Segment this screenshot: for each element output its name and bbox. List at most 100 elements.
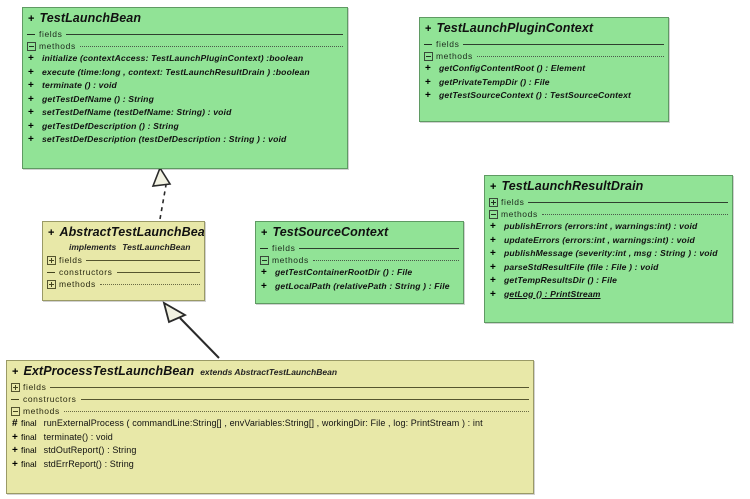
section-constructors-ExtProcessTestLaunchBean[interactable]: constructors bbox=[7, 393, 533, 405]
member-visibility: + bbox=[28, 53, 34, 64]
section-dash-icon[interactable] bbox=[27, 30, 36, 39]
connector-generalization-ext-to-abstract bbox=[162, 301, 220, 359]
section-dash-icon[interactable] bbox=[260, 244, 269, 253]
section-methods-ExtProcessTestLaunchBean[interactable]: methods bbox=[7, 405, 533, 417]
member-row[interactable]: +getTestContainerRootDir () : File bbox=[256, 266, 463, 280]
member-signature: getTestDefDescription () : String bbox=[42, 120, 179, 131]
section-fields-TestLaunchResultDrain[interactable]: fields bbox=[485, 196, 732, 208]
section-fields-ExtProcessTestLaunchBean[interactable]: fields bbox=[7, 381, 533, 393]
member-visibility: + bbox=[28, 66, 34, 78]
section-methods-TestLaunchResultDrain[interactable]: methods bbox=[485, 208, 732, 220]
member-row[interactable]: +getConfigContentRoot () : Element bbox=[420, 62, 668, 76]
member-visibility: + bbox=[28, 107, 34, 118]
member-visibility: + bbox=[28, 134, 34, 145]
member-row[interactable]: +terminate () : void bbox=[23, 79, 347, 93]
expand-icon[interactable] bbox=[47, 255, 56, 265]
collapse-icon[interactable] bbox=[424, 51, 433, 61]
section-rule bbox=[116, 271, 200, 273]
member-signature: getLocalPath (relativePath : String ) : … bbox=[275, 280, 450, 291]
member-row[interactable]: +getTempResultsDir () : File bbox=[485, 274, 732, 288]
member-row[interactable]: +execute (time:long , context: TestLaunc… bbox=[23, 66, 347, 80]
member-signature: stdErrReport() : String bbox=[43, 458, 134, 469]
section-methods-TestLaunchBean[interactable]: methods bbox=[23, 40, 347, 52]
section-methods-TestSourceContext[interactable]: methods bbox=[256, 254, 463, 266]
member-row[interactable]: +getLog () : PrintStream bbox=[485, 288, 732, 302]
expand-icon[interactable] bbox=[11, 382, 20, 392]
member-row[interactable]: +getTestDefName () : String bbox=[23, 93, 347, 107]
member-row[interactable]: +publishErrors (errors:int , warnings:in… bbox=[485, 220, 732, 234]
member-modifier: final bbox=[21, 458, 37, 469]
visibility-marker: + bbox=[48, 227, 55, 239]
collapse-icon[interactable] bbox=[27, 41, 36, 51]
class-name: TestLaunchPluginContext bbox=[436, 21, 594, 35]
section-methods-TestLaunchPluginContext[interactable]: methods bbox=[420, 50, 668, 62]
member-row[interactable]: + setTestDefDescription (testDefDescripti… bbox=[23, 133, 347, 147]
member-row[interactable]: +getPrivateTempDir () : File bbox=[420, 76, 668, 90]
section-rule bbox=[528, 201, 728, 203]
visibility-marker: + bbox=[28, 13, 35, 25]
member-row[interactable]: + getLocalPath (relativePath : String ) :… bbox=[256, 280, 463, 294]
member-signature: setTestDefDescription (testDefDescriptio… bbox=[42, 134, 287, 144]
class-extends-label: extends AbstractTestLaunchBean bbox=[200, 367, 338, 377]
section-label: methods bbox=[23, 406, 60, 416]
class-name: AbstractTestLaunchBean bbox=[59, 225, 205, 239]
section-rule bbox=[299, 247, 459, 249]
implements-keyword: implements bbox=[69, 242, 117, 252]
section-dash-icon[interactable] bbox=[47, 268, 56, 277]
section-fields-TestLaunchPluginContext[interactable]: fields bbox=[420, 38, 668, 50]
member-signature: parseStdResultFile (file : File ) : void bbox=[504, 261, 659, 272]
member-row[interactable]: + initialize (contextAccess: TestLaunchPl… bbox=[23, 52, 347, 66]
member-row[interactable]: +getTestSourceContext () : TestSourceCon… bbox=[420, 89, 668, 103]
section-rule bbox=[463, 43, 664, 45]
collapse-icon[interactable] bbox=[489, 209, 498, 219]
class-header-TestSourceContext: +TestSourceContext bbox=[256, 222, 463, 242]
collapse-icon[interactable] bbox=[260, 255, 269, 265]
class-header-TestLaunchPluginContext: + TestLaunchPluginContext bbox=[420, 18, 668, 38]
section-constructors-AbstractTestLaunchBean[interactable]: constructors bbox=[43, 266, 204, 278]
member-modifier: final bbox=[21, 431, 37, 442]
collapse-icon[interactable] bbox=[11, 406, 20, 416]
section-dash-icon[interactable] bbox=[424, 40, 433, 49]
connector-realization-abstract-to-interface bbox=[151, 166, 172, 220]
section-label: methods bbox=[436, 51, 473, 61]
member-signature: runExternalProcess ( commandLine:String[… bbox=[43, 418, 483, 428]
member-signature: terminate() : void bbox=[43, 431, 113, 442]
member-row[interactable]: +publishMessage (severity:int , msg : St… bbox=[485, 247, 732, 261]
section-fields-AbstractTestLaunchBean[interactable]: fields bbox=[43, 254, 204, 266]
member-visibility: + bbox=[490, 248, 496, 259]
class-header-TestLaunchBean: +TestLaunchBean bbox=[23, 8, 347, 28]
member-visibility: # bbox=[12, 418, 18, 429]
member-signature: initialize (contextAccess: TestLaunchPlu… bbox=[42, 53, 304, 63]
member-signature: getTempResultsDir () : File bbox=[504, 275, 618, 285]
expand-icon[interactable] bbox=[489, 197, 498, 207]
section-rule bbox=[80, 398, 529, 400]
section-methods-AbstractTestLaunchBean[interactable]: methods bbox=[43, 278, 204, 290]
visibility-marker: + bbox=[425, 23, 432, 35]
member-row[interactable]: + setTestDefName (testDefName: String) : … bbox=[23, 106, 347, 120]
section-fields-TestSourceContext[interactable]: fields bbox=[256, 242, 463, 254]
section-dash-icon[interactable] bbox=[11, 395, 20, 404]
member-visibility: + bbox=[261, 280, 267, 292]
expand-icon[interactable] bbox=[47, 279, 56, 289]
section-rule bbox=[541, 213, 728, 215]
visibility-marker: + bbox=[490, 181, 497, 193]
member-visibility: + bbox=[425, 90, 431, 101]
section-fields-TestLaunchBean[interactable]: fields bbox=[23, 28, 347, 40]
member-signature: setTestDefName (testDefName: String) : v… bbox=[42, 107, 232, 117]
member-row[interactable]: +updateErrors (errors:int , warnings:int… bbox=[485, 234, 732, 248]
member-row[interactable]: +parseStdResultFile (file : File ) : voi… bbox=[485, 261, 732, 275]
section-label: methods bbox=[272, 255, 309, 265]
member-row[interactable]: +getTestDefDescription () : String bbox=[23, 120, 347, 134]
